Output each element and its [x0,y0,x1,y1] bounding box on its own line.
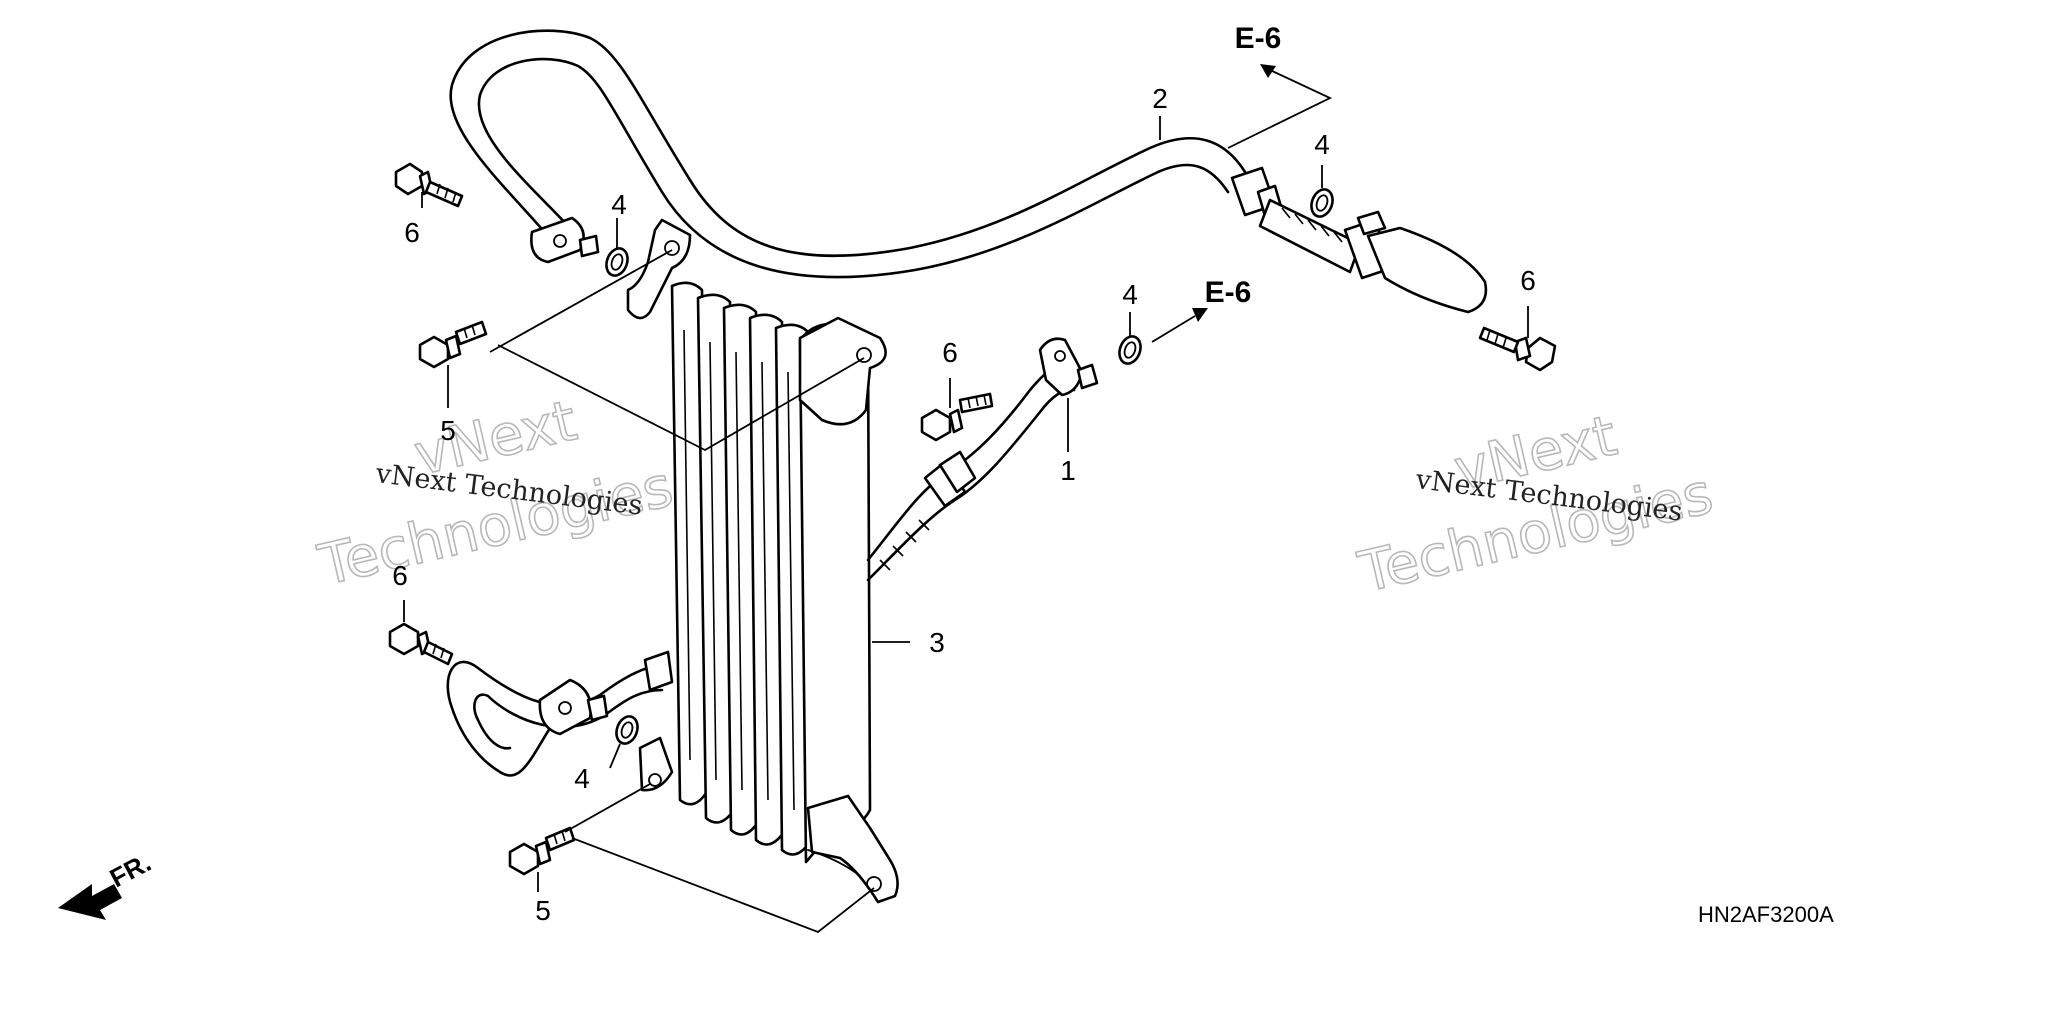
bolt-6-upper-right [1478,326,1557,372]
bolt-6-middle [920,392,994,442]
o-ring-lower [615,715,639,745]
oil-pipe-upper [449,29,1247,279]
callout-part-4-middle: 4 [1122,279,1138,310]
arrow-ref-mid [1192,308,1208,322]
callout-part-3: 3 [929,627,945,658]
o-ring-left-upper [605,247,629,277]
callout-part-6-middle: 6 [942,337,958,368]
reference-label-top: E-6 [1235,22,1282,55]
callout-part-6-lower-left: 6 [392,560,408,591]
front-arrow-icon [58,884,122,920]
hose-upper-right [1230,166,1488,314]
bolt-5-upper [418,320,488,369]
o-ring-upper-right [1310,188,1334,218]
callout-part-4-upper-right: 4 [1314,129,1330,160]
watermark-left: vNext Technologies vNext Technologies [312,388,680,600]
bolt-5-lower [508,826,576,876]
diagram-code: HN2AF3200A [1698,902,1834,927]
o-ring-middle [1118,335,1142,365]
callout-part-5-lower: 5 [535,895,551,926]
oil-pipe-lower [446,650,674,777]
bolt-6-lower-left [388,622,454,666]
callout-part-5-upper: 5 [440,415,456,446]
leader-lines [403,64,1529,934]
callout-labels: 6 4 5 2 4 6 4 6 1 3 6 4 5 [392,83,1536,926]
reference-label-middle: E-6 [1205,276,1252,309]
oil-cooler-core [626,218,899,904]
callout-part-6-upper-right: 6 [1520,265,1536,296]
callout-part-6-upper-left: 6 [404,217,420,248]
front-direction-indicator: FR. [58,847,156,920]
o-rings [605,188,1334,745]
callout-part-1: 1 [1060,455,1076,486]
callout-part-2: 2 [1152,83,1168,114]
callout-part-4-left-upper: 4 [611,189,627,220]
oil-pipe-short [866,337,1099,582]
arrow-ref-top [1260,64,1276,78]
bolt-6-upper-left [394,162,464,208]
watermark-right: vNext Technologies vNext Technologies [1352,403,1720,607]
callout-part-4-lower: 4 [574,763,590,794]
